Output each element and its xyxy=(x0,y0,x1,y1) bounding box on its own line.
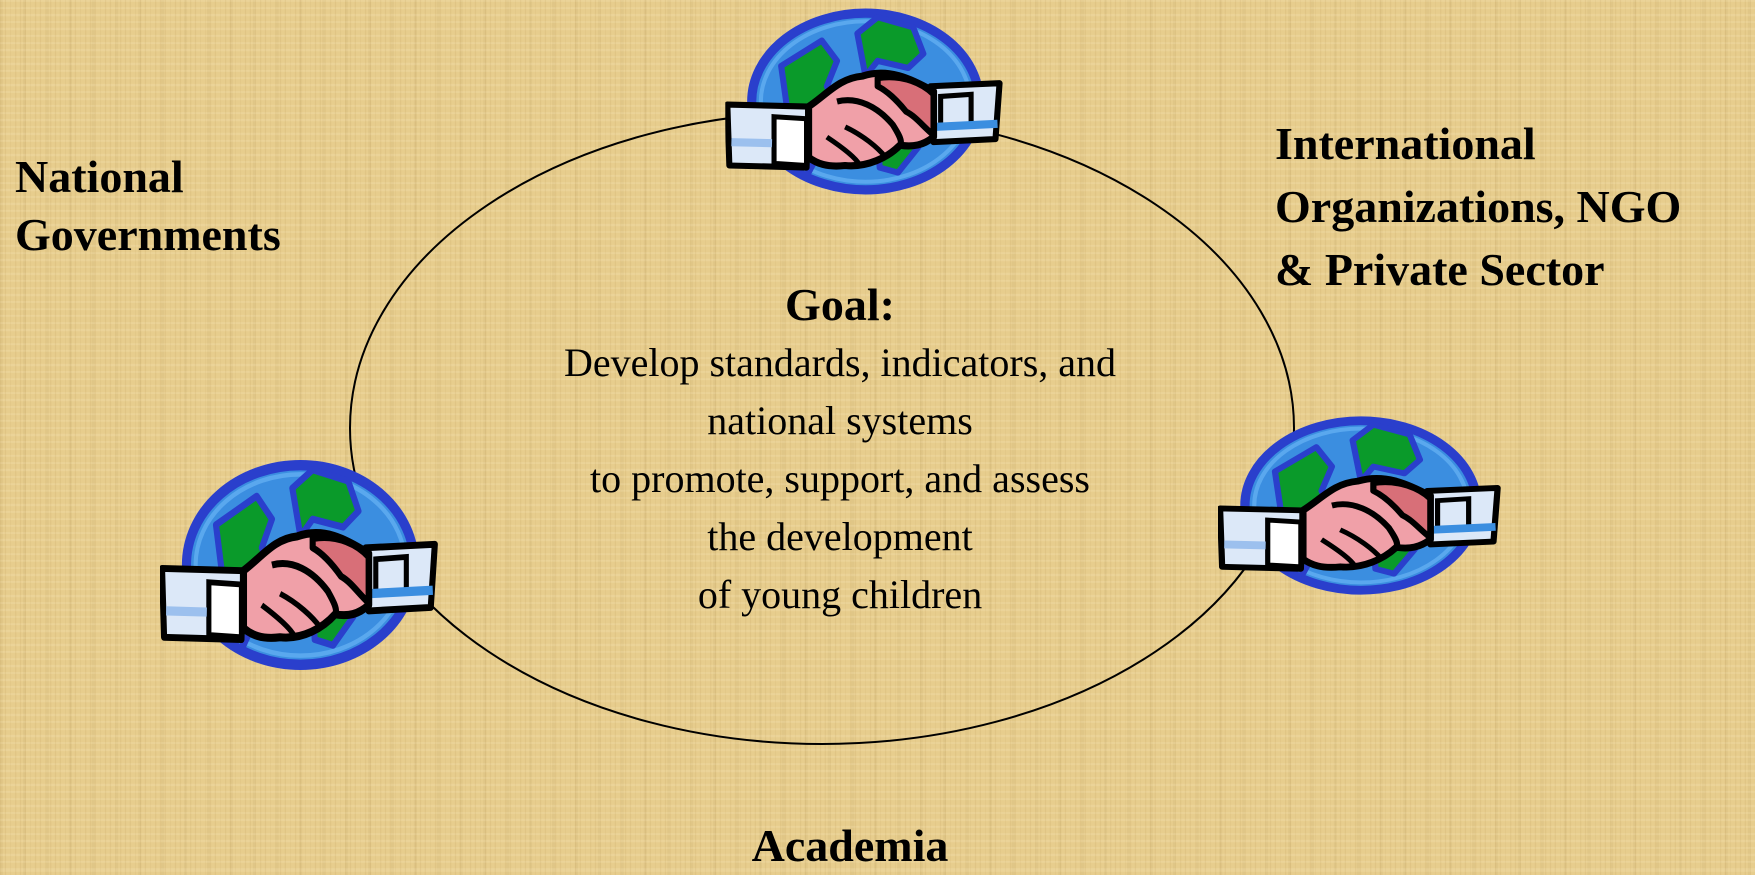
partner-label-academia: Academia xyxy=(0,817,1700,875)
partner-label-line: & Private Sector xyxy=(1275,244,1605,295)
goal-statement: Goal: Develop standards, indicators, and… xyxy=(440,276,1240,624)
goal-line: of young children xyxy=(697,572,983,617)
handshake-globe-icon xyxy=(160,456,445,674)
handshake-globe-icon xyxy=(1218,413,1508,598)
partner-label-line: Organizations, NGO xyxy=(1275,181,1682,232)
goal-title: Goal: xyxy=(785,279,895,330)
goal-line: national systems xyxy=(707,398,973,443)
partner-label-line: Governments xyxy=(15,209,281,260)
partner-label-line: National xyxy=(15,151,184,202)
partner-label-line: International xyxy=(1275,118,1536,169)
goal-line: the development xyxy=(707,514,973,559)
handshake-globe-icon xyxy=(725,5,1010,198)
goal-line: to promote, support, and assess xyxy=(590,456,1090,501)
partner-label-line: Academia xyxy=(751,820,949,871)
partner-label-national-governments: National Governments xyxy=(15,148,281,264)
partner-label-international-organizations: International Organizations, NGO & Priva… xyxy=(1275,112,1681,301)
goal-line: Develop standards, indicators, and xyxy=(563,340,1117,385)
